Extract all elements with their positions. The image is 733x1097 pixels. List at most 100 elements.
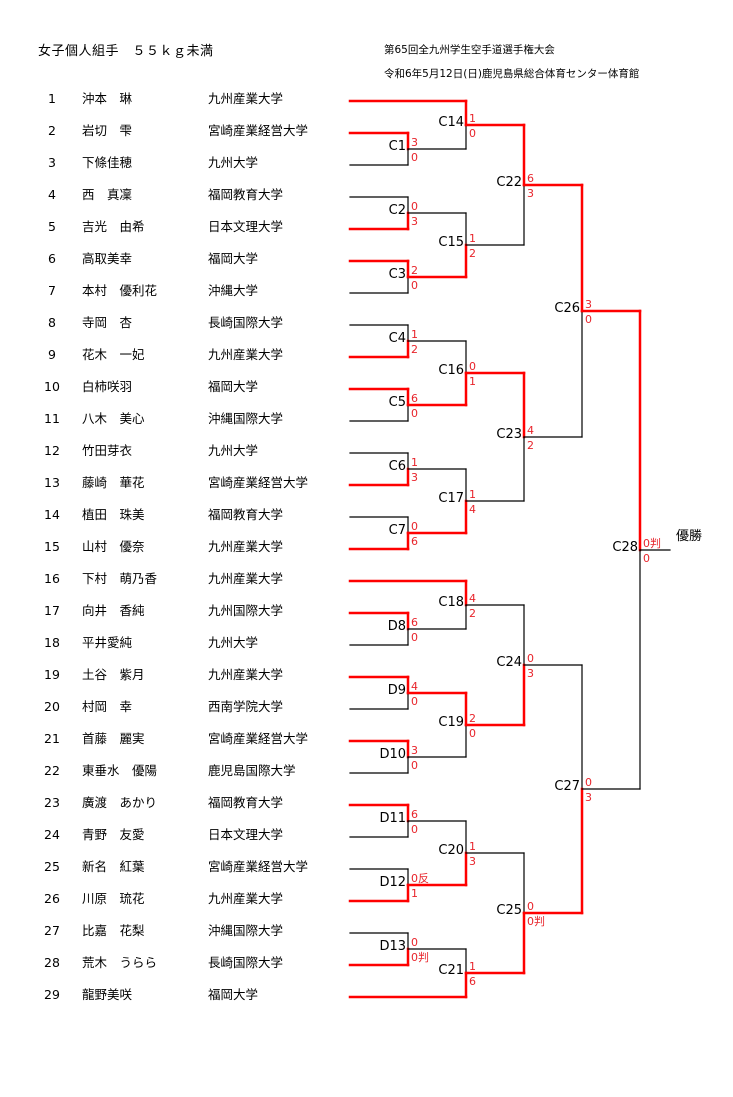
match-label: C26 (554, 301, 580, 316)
entry-name: 吉光 由希 (82, 219, 145, 234)
match-score: 0 (411, 407, 418, 420)
match-score: 1 (469, 375, 476, 388)
entry-number: 10 (44, 379, 60, 394)
match-score: 1 (469, 112, 476, 125)
entry-university: 九州産業大学 (208, 571, 284, 586)
match-score: 0 (411, 936, 418, 949)
entry-name: 首藤 麗実 (82, 731, 145, 746)
tournament-name: 第65回全九州学生空手道選手権大会 (384, 44, 555, 56)
entry-name: 村岡 幸 (82, 699, 133, 714)
entry-university: 日本文理大学 (208, 827, 284, 842)
entry-university: 宮崎産業経営大学 (208, 123, 309, 138)
entry-university: 鹿児島国際大学 (208, 763, 296, 778)
entry-university: 九州産業大学 (208, 667, 284, 682)
match-label: C23 (496, 427, 522, 442)
entry-number: 19 (44, 667, 60, 682)
match-score: 0判 (527, 915, 545, 928)
match-score: 1 (411, 456, 418, 469)
match-score: 3 (411, 471, 418, 484)
match-label: D13 (379, 939, 406, 954)
entry-number: 11 (44, 411, 60, 426)
match-score: 3 (411, 215, 418, 228)
entry-number: 15 (44, 539, 60, 554)
page-title: 女子個人組手 ５５ｋｇ未満 (38, 44, 214, 59)
match-label: C7 (389, 523, 406, 538)
entry-university: 九州大学 (208, 155, 259, 170)
match-score: 3 (527, 187, 534, 200)
match-label: D12 (379, 875, 406, 890)
match-label: C28 (612, 540, 638, 555)
entry-name: 寺岡 杏 (82, 315, 133, 330)
match-label: D11 (379, 811, 406, 826)
entry-university: 九州産業大学 (208, 91, 284, 106)
entry-university: 沖縄大学 (208, 283, 259, 298)
entry-number: 12 (44, 443, 60, 458)
match-score: 6 (411, 535, 418, 548)
entry-number: 3 (48, 155, 56, 170)
match-label: C24 (496, 655, 522, 670)
entry-name: 八木 美心 (82, 411, 145, 426)
entry-university: 福岡大学 (208, 251, 259, 266)
match-label: C20 (438, 843, 464, 858)
entry-university: 沖縄国際大学 (208, 923, 284, 938)
entry-name: 山村 優奈 (82, 539, 145, 554)
match-score: 3 (585, 298, 592, 311)
match-score: 1 (469, 840, 476, 853)
match-label: C21 (438, 963, 464, 978)
entry-number: 22 (44, 763, 60, 778)
match-score: 1 (411, 887, 418, 900)
entry-name: 本村 優利花 (82, 283, 158, 298)
match-score: 6 (411, 392, 418, 405)
match-label: C17 (438, 491, 464, 506)
match-label: C14 (438, 115, 464, 130)
match-score: 2 (411, 343, 418, 356)
entry-university: 宮崎産業経営大学 (208, 731, 309, 746)
entry-name: 高取美幸 (82, 251, 133, 266)
match-score: 0 (411, 520, 418, 533)
match-score: 3 (469, 855, 476, 868)
match-label: C4 (389, 331, 406, 346)
entry-number: 5 (48, 219, 56, 234)
match-score: 6 (411, 808, 418, 821)
entry-number: 1 (48, 91, 56, 106)
match-score: 3 (411, 744, 418, 757)
match-label: C6 (389, 459, 406, 474)
match-score: 6 (411, 616, 418, 629)
match-score: 0 (643, 552, 650, 565)
entry-university: 長崎国際大学 (208, 955, 284, 970)
entry-university: 九州大学 (208, 635, 259, 650)
entry-name: 植田 珠美 (82, 507, 145, 522)
entry-name: 西 真凜 (82, 187, 133, 202)
match-score: 0 (411, 279, 418, 292)
match-score: 4 (411, 680, 418, 693)
entry-name: 藤崎 華花 (82, 475, 145, 490)
match-label: C1 (389, 139, 406, 154)
entry-university: 福岡教育大学 (208, 187, 284, 202)
match-score: 2 (469, 607, 476, 620)
entry-number: 29 (44, 987, 60, 1002)
match-score: 0判 (411, 951, 429, 964)
match-score: 4 (527, 424, 534, 437)
match-label: D10 (379, 747, 406, 762)
entry-name: 比嘉 花梨 (82, 923, 145, 938)
match-label: D8 (388, 619, 406, 634)
entry-number: 24 (44, 827, 60, 842)
match-score: 3 (585, 791, 592, 804)
match-label: C16 (438, 363, 464, 378)
match-label: C18 (438, 595, 464, 610)
